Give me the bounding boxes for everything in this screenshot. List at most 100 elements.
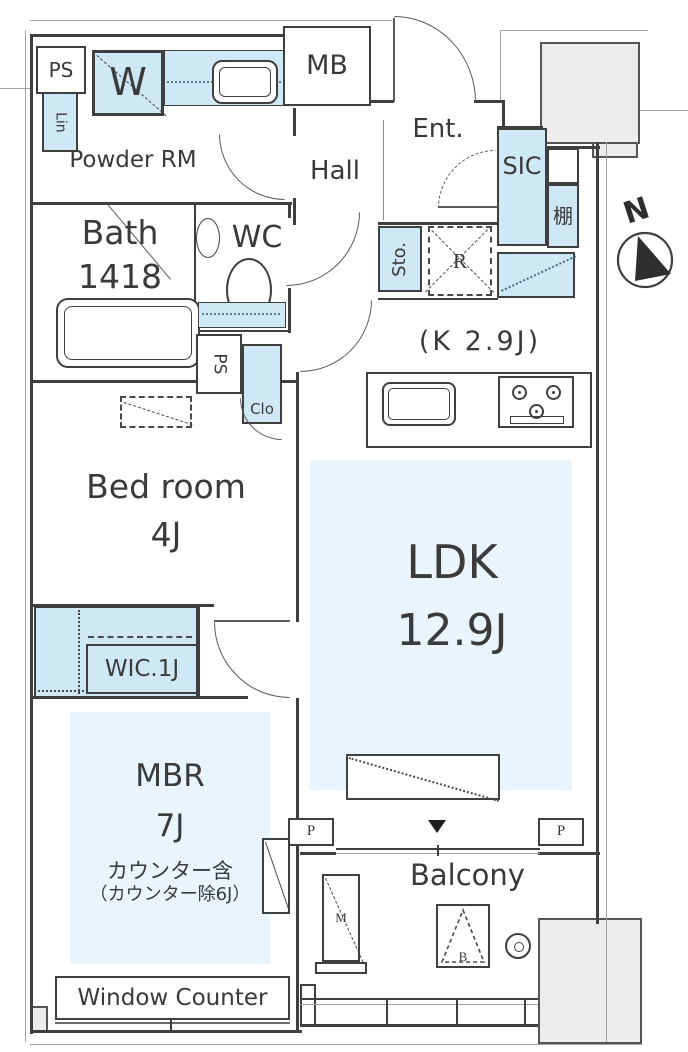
wc-counter-band bbox=[198, 302, 286, 328]
stove-burner-icon bbox=[529, 404, 544, 419]
outer-line-bottom bbox=[30, 1044, 642, 1045]
washer-box: W bbox=[92, 50, 167, 117]
powder-rm-label: Powder RM bbox=[69, 147, 197, 173]
window-sash-line bbox=[55, 1022, 290, 1024]
stove-burner-icon bbox=[512, 385, 527, 400]
wic-label: WIC.1J bbox=[104, 655, 180, 682]
sic-shelf-lower: 棚 bbox=[547, 184, 579, 248]
tv-board bbox=[346, 754, 500, 802]
shelf-label: 棚 bbox=[553, 203, 573, 228]
storage-label: Sto. bbox=[388, 241, 410, 277]
washer-label: W bbox=[109, 60, 147, 105]
outer-line-ent-side bbox=[500, 30, 501, 102]
wic-dotted-b bbox=[38, 690, 84, 692]
sic-door-leaf bbox=[438, 206, 498, 208]
neighbor-block-top-right bbox=[540, 42, 640, 144]
wash-basin bbox=[212, 60, 278, 104]
bath-label: Bath bbox=[81, 213, 159, 252]
wall-wc-east-lower bbox=[288, 288, 291, 333]
railing-mid-line bbox=[300, 1004, 538, 1005]
storage-box: Sto. bbox=[378, 226, 422, 292]
wall-ldk-bottom-left bbox=[300, 852, 336, 855]
fridge-label: R bbox=[452, 248, 467, 273]
wall-top-right bbox=[545, 146, 600, 149]
bedroom-dashed-diag bbox=[123, 402, 193, 426]
hatched-shelf-box bbox=[497, 252, 577, 298]
wc-corner-basin bbox=[196, 218, 220, 258]
balcony-access-marker bbox=[428, 820, 446, 833]
kitchen-sink bbox=[382, 382, 456, 426]
neighbor-block-tab bbox=[592, 142, 638, 158]
wall-mbr-bottom bbox=[30, 1030, 302, 1033]
wall-entry-right bbox=[474, 100, 504, 103]
sic-shelf-upper bbox=[547, 148, 579, 184]
pipe-space2-box: PS bbox=[196, 334, 242, 394]
pipe-space-label: PS bbox=[48, 57, 74, 82]
wall-wc-east-upper bbox=[288, 202, 291, 218]
bedroom-size-label: 4J bbox=[150, 515, 182, 554]
wall-bedroom-bottom bbox=[30, 604, 214, 607]
pillar-left-box: P bbox=[288, 818, 334, 846]
railing-post-3 bbox=[524, 998, 526, 1025]
wall-right bbox=[596, 142, 599, 924]
hall-label: Hall bbox=[310, 156, 360, 186]
mbr-note2-label: （カウンター除6J） bbox=[89, 884, 251, 905]
kitchen-label: (K 2.9J) bbox=[418, 326, 542, 357]
ldk-size-label: 12.9J bbox=[396, 605, 508, 656]
fridge-space: R bbox=[425, 226, 495, 296]
linen-box: Lin bbox=[42, 92, 78, 152]
balcony-partition bbox=[300, 984, 316, 1026]
sic-label: SIC bbox=[502, 152, 542, 180]
boundary-stub-left bbox=[0, 88, 30, 89]
pipe-space2-label: PS bbox=[209, 353, 230, 375]
wc-label: WC bbox=[231, 220, 283, 255]
pillar-left-label: P bbox=[306, 823, 316, 840]
wall-hall-bottom bbox=[378, 222, 500, 225]
hatched-diag bbox=[501, 255, 577, 292]
bedroom-label: Bed room bbox=[86, 467, 246, 506]
balcony-sash-tick bbox=[437, 845, 439, 856]
washer-pan-base bbox=[315, 962, 367, 974]
wall-wc-bottom bbox=[196, 330, 290, 332]
closet-door-arc bbox=[240, 398, 282, 440]
compass-needle-icon bbox=[635, 236, 671, 281]
wall-bedroom-ldk bbox=[296, 380, 299, 622]
wic-dotted-v bbox=[78, 610, 80, 694]
powder-door-arc bbox=[219, 134, 285, 200]
wc-band-dash bbox=[202, 313, 280, 315]
wall-powder-bottom bbox=[30, 202, 292, 205]
wall-entry-left bbox=[348, 100, 394, 103]
bath-size-label: 1418 bbox=[78, 257, 162, 296]
washer-pan-box: M bbox=[322, 874, 364, 963]
wall-powder-hall-upper bbox=[293, 108, 296, 136]
wall-left bbox=[30, 34, 33, 1034]
railing-bottom-line bbox=[300, 1024, 538, 1027]
bathtub bbox=[56, 298, 200, 368]
wall-wic-east bbox=[198, 606, 200, 698]
compass-north-label: N bbox=[619, 191, 654, 232]
mbr-note1-label: カウンター含 bbox=[107, 859, 233, 883]
linen-label: Lin bbox=[52, 111, 69, 133]
compass-circle bbox=[616, 231, 674, 289]
wall-bath-bedroom bbox=[30, 380, 298, 383]
window-sash-tick bbox=[170, 1020, 172, 1030]
tv-board-diag bbox=[348, 757, 499, 802]
wall-ldk-bottom-right bbox=[538, 852, 600, 855]
sic-box: SIC bbox=[497, 128, 547, 246]
outer-line-right bbox=[606, 142, 607, 1042]
sic-door-arc bbox=[438, 150, 496, 208]
wc-door-arc bbox=[286, 212, 360, 286]
mbr-label: MBR bbox=[135, 758, 205, 794]
railing-post-2 bbox=[456, 998, 458, 1025]
stove-burner-icon bbox=[546, 385, 561, 400]
stove bbox=[498, 376, 574, 428]
bedroom-door-leaf bbox=[214, 620, 290, 622]
entrance-label: Ent. bbox=[412, 114, 464, 144]
ldk-door-arc bbox=[300, 300, 372, 372]
balcony-drain-inner bbox=[514, 942, 524, 952]
evac-hatch-box: B bbox=[436, 904, 490, 968]
washer-pan-label: M bbox=[335, 910, 347, 926]
wall-sic-top bbox=[497, 126, 543, 129]
neighbor-block-bottom-right bbox=[538, 918, 642, 1044]
mbr-counter-desk bbox=[262, 838, 291, 914]
